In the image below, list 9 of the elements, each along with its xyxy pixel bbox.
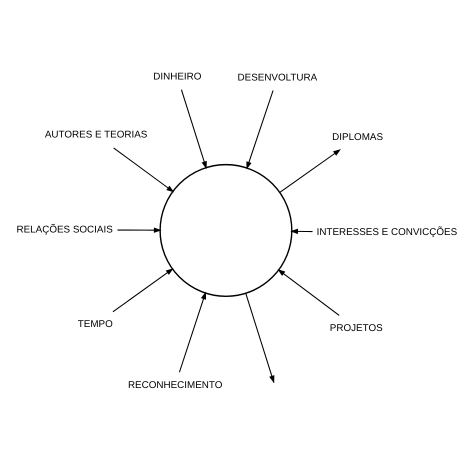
node-text: TEMPO	[77, 319, 112, 330]
node-text: PROJETOS	[329, 322, 382, 334]
node-text: INTERESSES E CONVICÇÕES	[316, 227, 457, 238]
node-text: AUTORES E TEORIAS	[44, 130, 147, 141]
node-text: DIPLOMAS	[332, 132, 383, 143]
node-text: DESENVOLTURA	[237, 72, 317, 84]
node-text: DINHEIRO	[152, 71, 201, 82]
node-text: RELAÇÕES SOCIAIS	[16, 224, 112, 236]
node-text: RECONHECIMENTO	[127, 380, 222, 391]
